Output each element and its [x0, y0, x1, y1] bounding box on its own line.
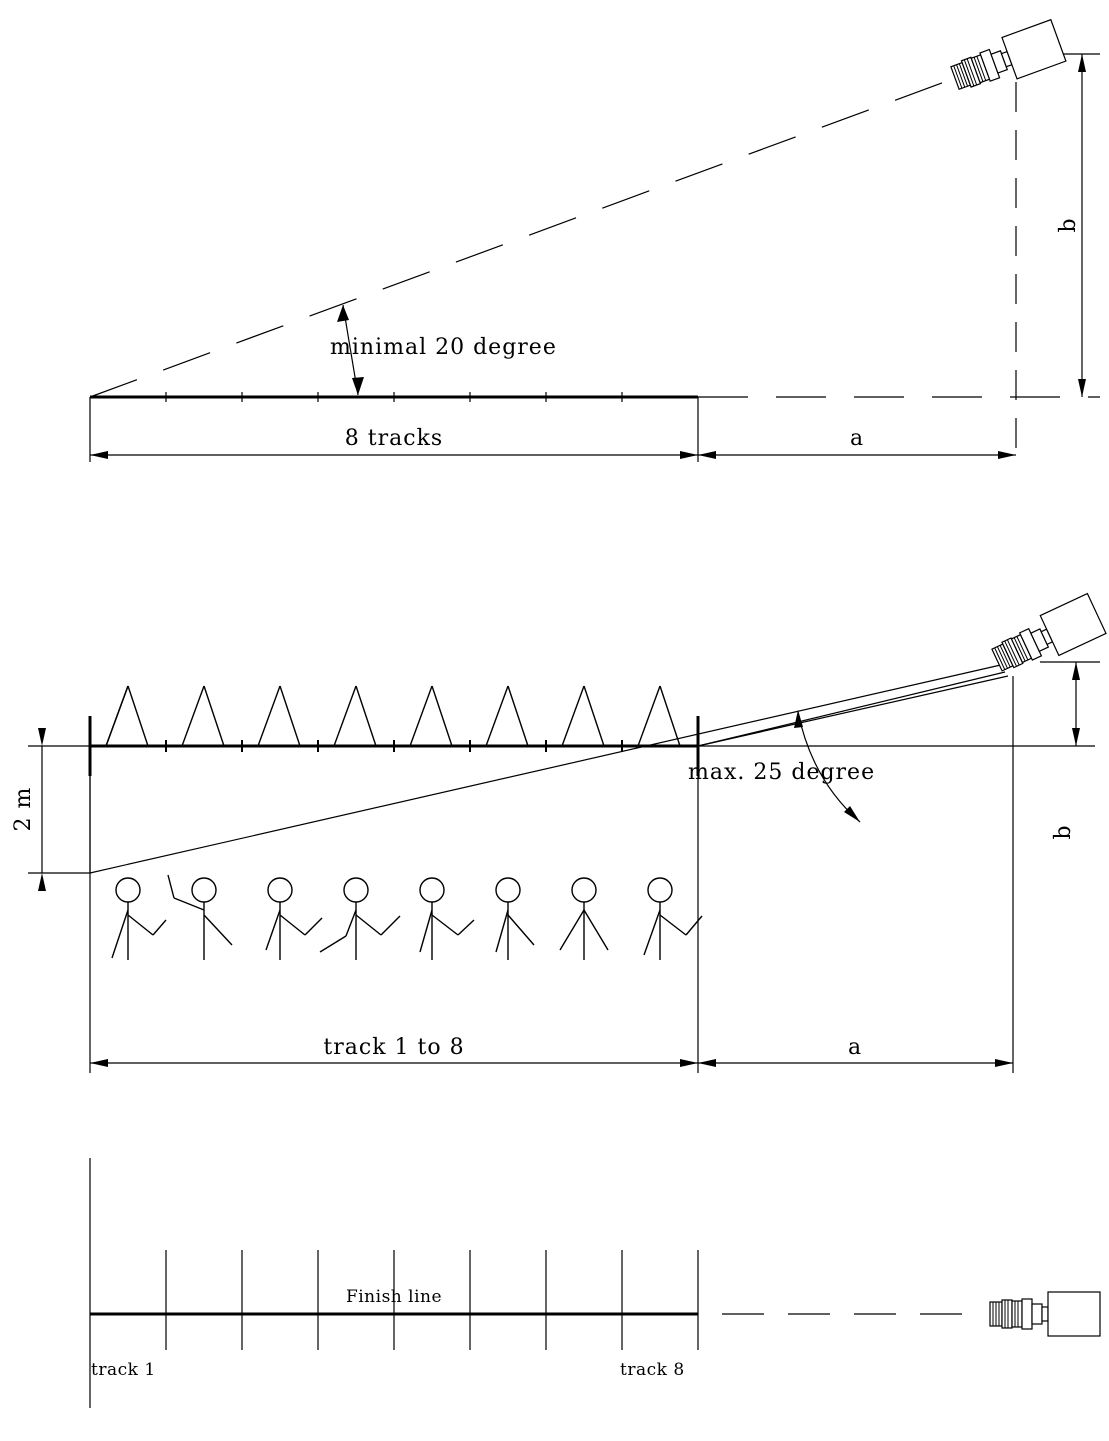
top-view: minimal 20 degree 8 tracks a b [89, 19, 1100, 462]
lower-view-line [697, 671, 1006, 747]
distance-label: a [850, 426, 864, 451]
camera-icon [987, 592, 1107, 681]
angle-label: max. 25 degree [688, 760, 875, 785]
distance-label: a [848, 1035, 862, 1060]
plan-view: Finish line track 1 track 8 [89, 1158, 1101, 1408]
angle-label: minimal 20 degree [330, 335, 557, 360]
finish-label: Finish line [346, 1287, 442, 1307]
span-label: track 1 to 8 [323, 1035, 464, 1060]
last-track-label: track 8 [620, 1360, 685, 1380]
height-label: b [1056, 217, 1081, 232]
height-label: b [1051, 824, 1076, 839]
camera-icon [946, 19, 1067, 100]
camera-icon [989, 1291, 1101, 1337]
person-height-label: 2 m [11, 787, 36, 832]
span-label: 8 tracks [345, 426, 443, 451]
lane-lines [165, 1250, 699, 1350]
side-view: max. 25 degree b 2 m track 1 to 8 a [11, 592, 1107, 1073]
runner-figures [105, 685, 703, 960]
first-track-label: track 1 [91, 1360, 156, 1380]
track-ticks [165, 392, 623, 402]
